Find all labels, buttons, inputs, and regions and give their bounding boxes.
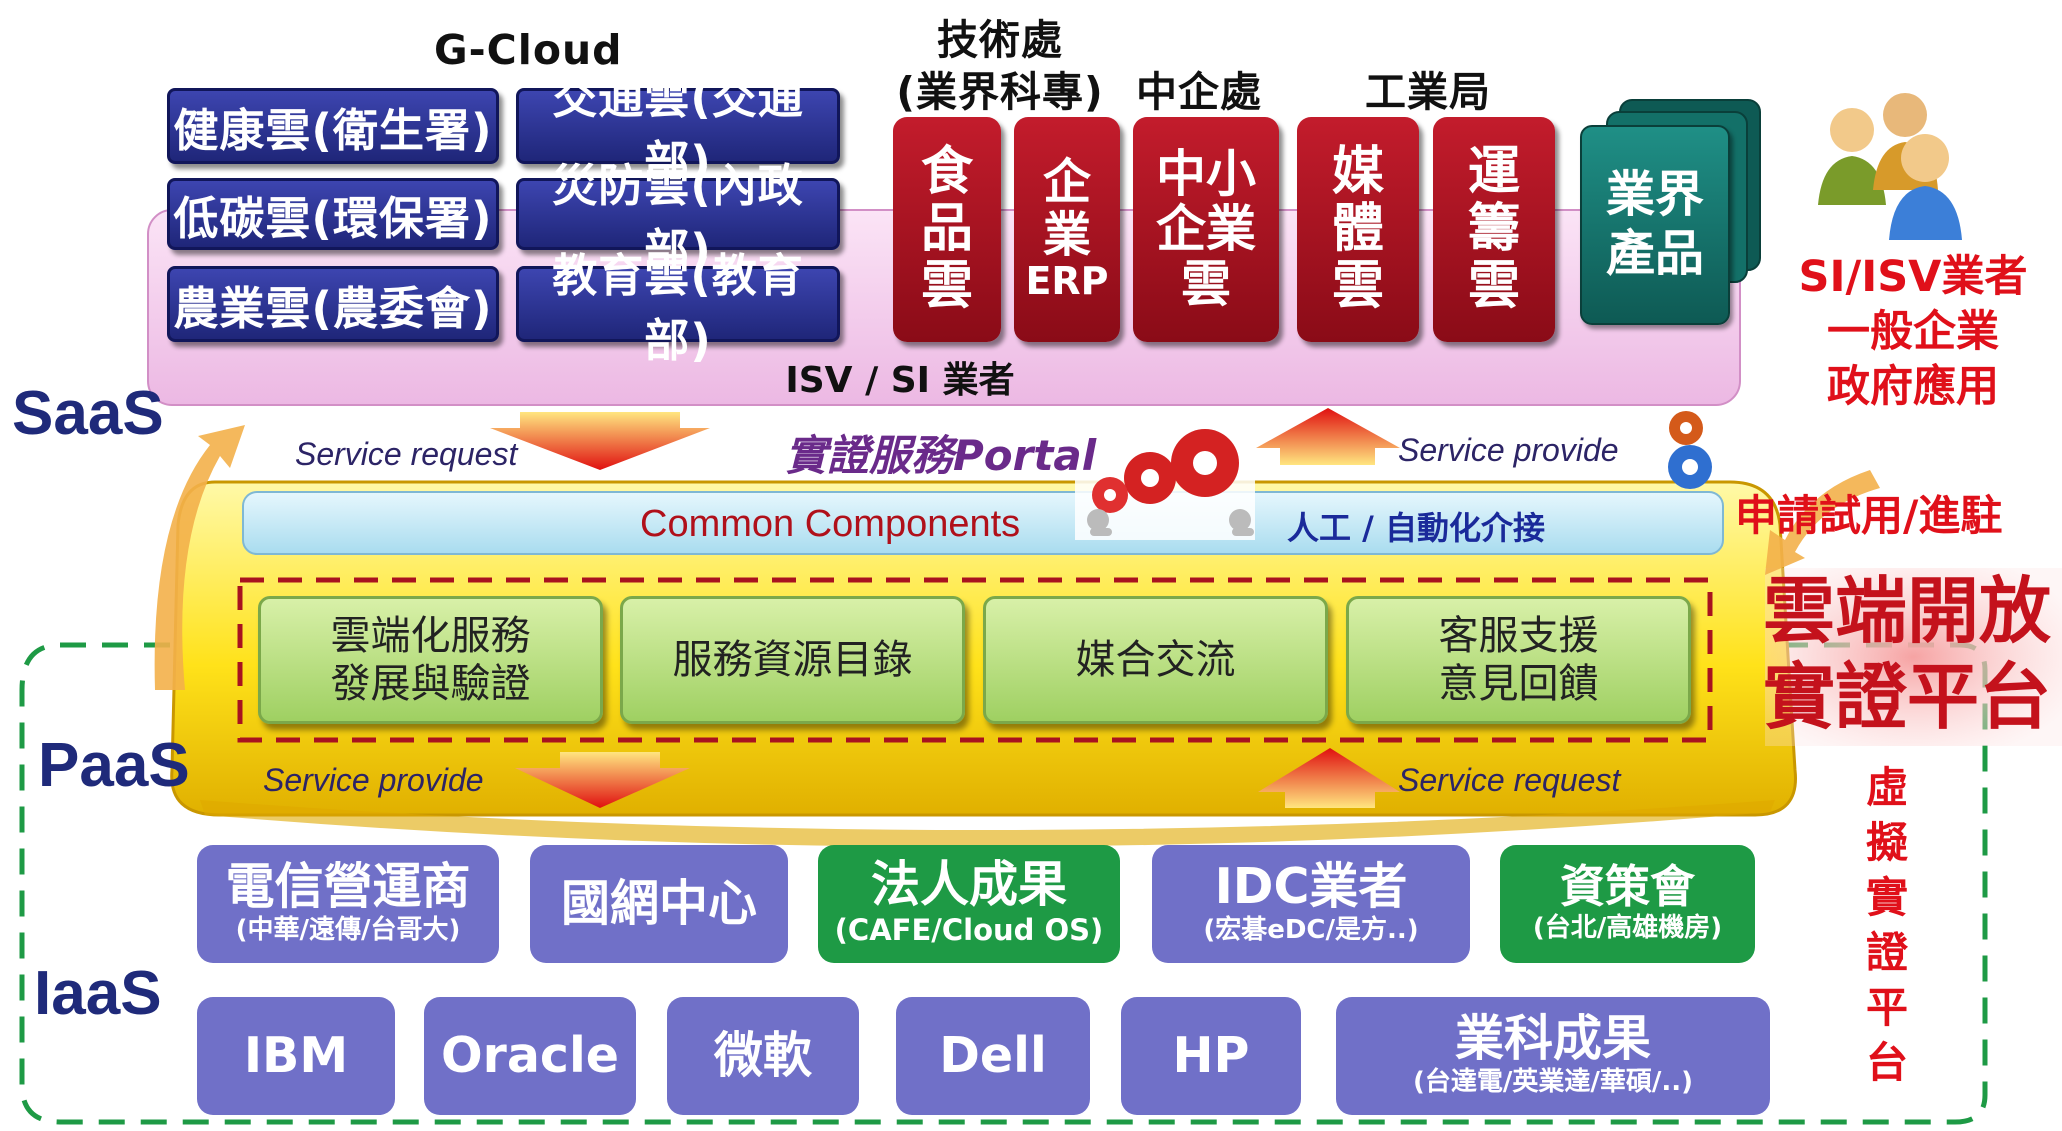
iaas-nchc-tile: 國網中心 [530, 845, 788, 963]
sme-office-header: 中企處 [1136, 68, 1262, 116]
iaas-ibm-tile: IBM [197, 997, 395, 1115]
iaas-layer-label: IaaS [34, 959, 162, 1028]
interface-label: 人工 / 自動化介接 [1287, 509, 1545, 547]
paas-tile-support-feedback: 客服支援意見回饋 [1346, 596, 1691, 724]
paas-tile-cloud-service-dev: 雲端化服務發展與驗證 [258, 596, 603, 724]
industry-products-tile: 業界產品 [1580, 125, 1730, 325]
common-components-bar [242, 491, 1724, 555]
service-provide-arrow-top [1256, 408, 1400, 465]
platform-title: 雲端開放 實證平台 [1763, 569, 2052, 740]
left-curved-arrow [154, 425, 245, 690]
iaas-microsoft-tile: 微軟 [667, 997, 859, 1115]
paas-services-boundary [237, 577, 1713, 743]
iaas-dell-tile: Dell [896, 997, 1090, 1115]
service-request-top-label: Service request [295, 436, 518, 472]
isv-si-band-label: ISV / SI 業者 [785, 360, 1015, 401]
iaas-research-results-tile: 法人成果(CAFE/Cloud OS) [818, 845, 1120, 963]
paas-tile-matchmaking: 媒合交流 [983, 596, 1328, 724]
service-provide-arrow-bottom [515, 752, 690, 808]
paas-tile-resource-catalog: 服務資源目錄 [620, 596, 965, 724]
gcloud-tile: 農業雲(農委會) [167, 266, 499, 342]
saas-layer-label: SaaS [12, 379, 164, 448]
common-components-label: Common Components [640, 503, 1021, 545]
paas-layer-label: PaaS [38, 731, 190, 800]
gears-illustration [1075, 429, 1255, 540]
gcloud-tile: 交通雲(交通部) [516, 71, 840, 189]
gcloud-tile: 教育雲(教育部) [516, 249, 840, 367]
apply-trial-label: 申請試用/進駐 [1735, 491, 2003, 540]
iaas-hp-tile: HP [1121, 997, 1301, 1115]
gcloud-tile: 健康雲(衛生署) [167, 88, 499, 164]
tech-office-header: 技術處 [937, 16, 1063, 64]
tech-office-subheader: (業界科專) [896, 68, 1104, 116]
gcloud-tile: 低碳雲(環保署) [167, 178, 499, 250]
logistics-cloud-tile: 運籌雲 [1433, 117, 1555, 342]
sme-cloud-tile: 中小企業雲 [1133, 117, 1279, 342]
virtual-platform-boundary [19, 642, 1988, 1125]
iaas-telecom-tile: 電信營運商(中華/遠傳/台哥大) [197, 845, 499, 963]
industry-bureau-header: 工業局 [1365, 68, 1491, 116]
service-request-bottom-label: Service request [1398, 762, 1621, 798]
user-types-label: SI/ISV業者 一般企業 政府應用 [1798, 252, 2028, 413]
iaas-oracle-tile: Oracle [424, 997, 636, 1115]
food-cloud-tile: 食品雲 [893, 117, 1001, 342]
virtual-platform-label: 虛擬實證平台 [1865, 763, 1908, 1087]
gcloud-header: G-Cloud [434, 26, 623, 74]
service-provide-top-label: Service provide [1398, 432, 1619, 468]
service-provide-bottom-label: Service provide [263, 762, 484, 798]
service-request-arrow-top [490, 412, 710, 470]
users-icon [1818, 93, 1962, 240]
portal-label: 實證服務Portal [785, 431, 1097, 480]
media-cloud-tile: 媒體雲 [1297, 117, 1419, 342]
iaas-iii-tile: 資策會(台北/高雄機房) [1500, 845, 1755, 963]
small-gears-icon [1668, 411, 1712, 489]
iaas-industry-results-tile: 業科成果(台達電/英業達/華碩/..) [1336, 997, 1770, 1115]
right-curved-arrow [1765, 470, 1880, 575]
service-request-arrow-bottom [1258, 748, 1400, 808]
iaas-idc-tile: IDC業者(宏碁eDC/是方..) [1152, 845, 1470, 963]
